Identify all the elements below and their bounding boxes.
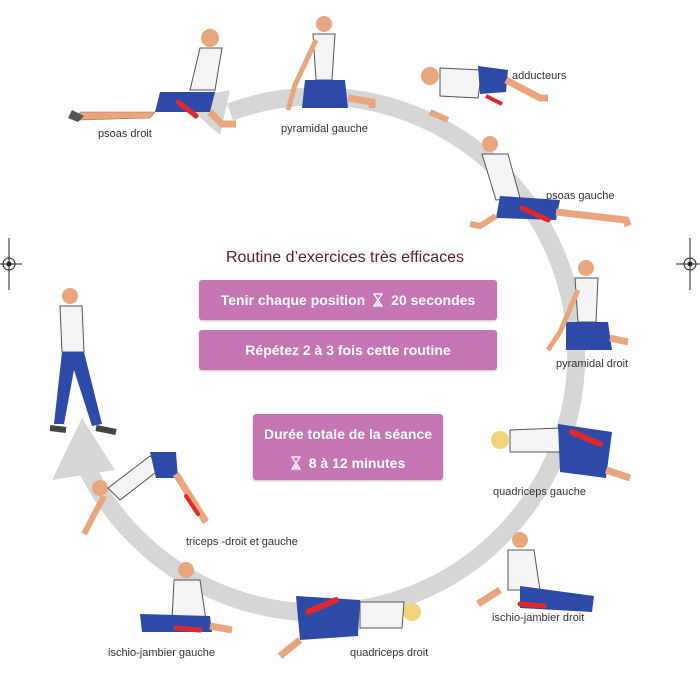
hourglass-icon [373, 293, 384, 307]
repeat-box: Répétez 2 à 3 fois cette routine [199, 330, 497, 370]
hourglass-icon [290, 456, 301, 470]
exercise-label-quadriceps-gauche: quadriceps gauche [493, 486, 586, 498]
exercise-label-adducteurs: adducteurs [512, 70, 567, 82]
duration-value: 8 à 12 minutes [308, 455, 406, 471]
seated-twist-figure [545, 260, 629, 352]
routine-title: Routine d’exercices très efficaces [225, 249, 465, 266]
side-lying-quad-figure [491, 424, 632, 482]
kneeling-lunge-figure [68, 29, 236, 128]
exercise-label-ischio-jambier-droit: ischio-jambier droit [492, 612, 585, 624]
exercise-label-psoas-droit: psoas droit [98, 128, 152, 140]
kneeling-lunge-figure [469, 136, 632, 230]
repeat-text: Répétez 2 à 3 fois cette routine [245, 342, 451, 358]
exercise-label-triceps: triceps -droit et gauche [186, 536, 298, 548]
exercise-label-psoas-gauche: psoas gauche [546, 190, 615, 202]
side-lying-quad-figure [277, 596, 421, 659]
registration-mark-left-icon [0, 238, 22, 290]
hold-time-label: Tenir chaque position [220, 292, 366, 308]
downward-dog-figure [81, 452, 209, 536]
side-lunge-figure [421, 66, 548, 123]
exercise-label-pyramidal-gauche: pyramidal gauche [281, 123, 368, 135]
standing-figure [49, 288, 117, 435]
seated-twist-figure [285, 16, 376, 111]
arrow-head-icon [52, 418, 115, 480]
hold-time-box: Tenir chaque position 20 secondes [199, 280, 497, 320]
registration-mark-right-icon [676, 238, 700, 290]
hold-time-value: 20 secondes [391, 292, 476, 308]
seated-hamstring-figure [476, 532, 594, 612]
exercise-label-quadriceps-droit: quadriceps droit [350, 647, 429, 659]
exercise-label-ischio-jambier-gauche: ischio-jambier gauche [108, 647, 215, 659]
duration-box: Durée totale de la séance 8 à 12 minutes [253, 414, 443, 480]
seated-hamstring-figure [140, 562, 233, 634]
duration-label: Durée totale de la séance [263, 426, 433, 442]
exercise-label-pyramidal-droit: pyramidal droit [556, 358, 629, 370]
